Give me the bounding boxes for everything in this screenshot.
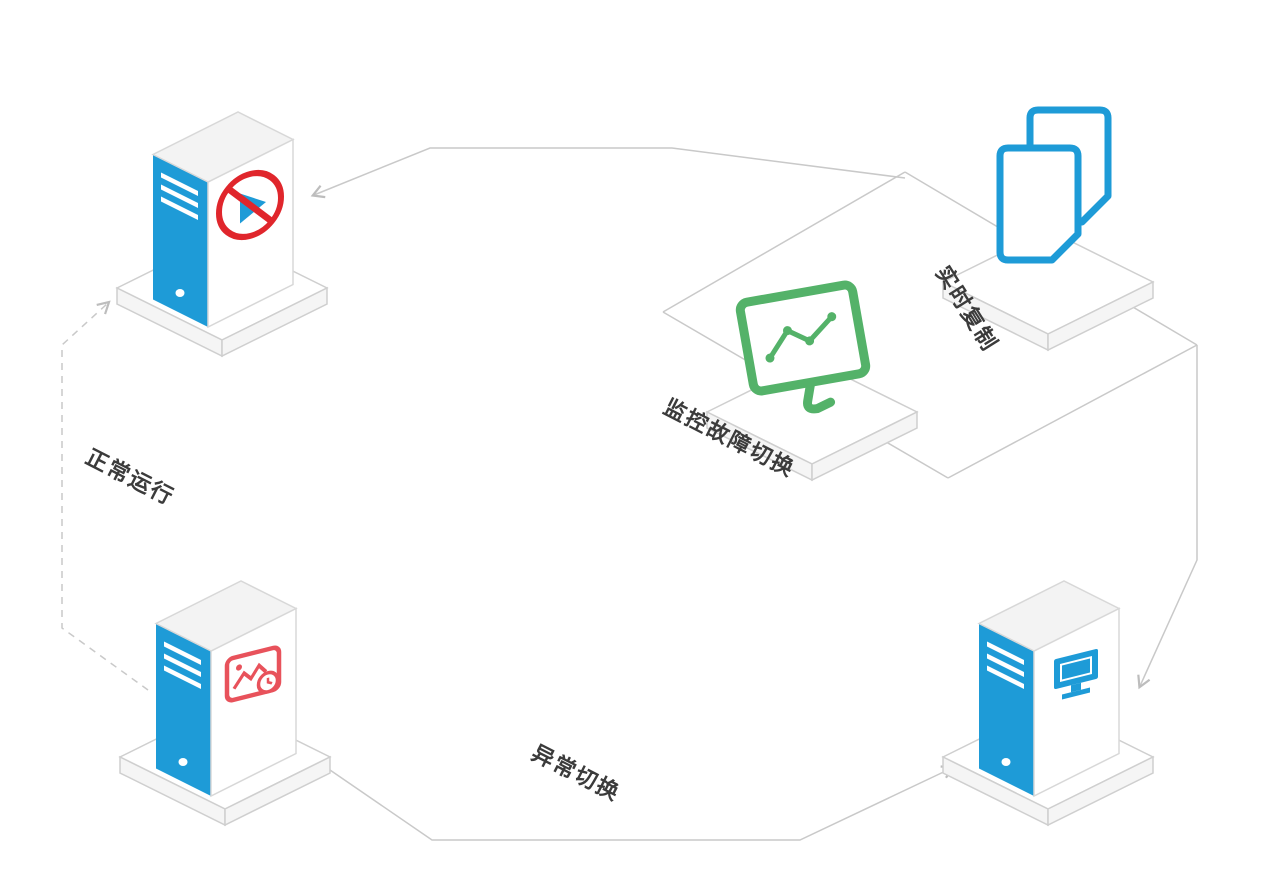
edge-normal-operation [61,300,149,691]
edge-replication-to-standby [310,147,906,199]
platform [941,229,1155,352]
node-standby-server [115,111,329,358]
plane-edge-upper-left [662,171,906,313]
server-tower-icon [154,580,298,798]
node-monitoring-console [705,280,919,482]
connection-lines [61,147,1198,841]
node-replicated-files [941,106,1155,352]
node-primary-server [118,580,332,827]
plane-edge-lower-right [947,344,1198,479]
chart-line [765,312,837,363]
edge-replication-to-failover [1137,345,1198,690]
no-service-prohibited-icon [216,169,284,241]
server-vents [164,641,201,766]
node-failover-server [941,580,1155,827]
chart-monitor-icon [735,280,871,414]
display-monitor-badge-icon [1054,648,1098,700]
server-tower-icon [977,580,1121,798]
server-tower-icon [151,111,295,329]
image-alert-clock-icon [224,645,282,703]
edge-abnormal-switch [329,765,956,841]
label-normal-operation: 正常运行 [82,444,179,510]
server-vents [161,172,198,297]
label-abnormal-switch: 异常切换 [528,740,625,806]
server-vents [987,641,1024,766]
document-front [996,144,1082,264]
documents-icon [996,106,1112,264]
